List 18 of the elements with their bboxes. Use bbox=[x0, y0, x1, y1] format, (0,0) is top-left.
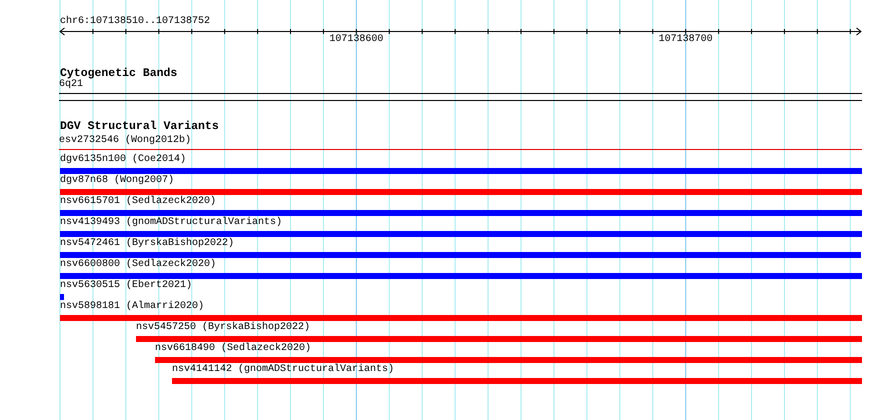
feature-label: esv2732546 (Wong2012b) bbox=[59, 135, 192, 147]
feature-label: dgv6135n100 (Coe2014) bbox=[60, 154, 186, 166]
band-label: 6q21 bbox=[59, 79, 84, 91]
track-title: Cytogenetic Bands bbox=[60, 67, 178, 80]
feature-label: nsv5898181 (Almarri2020) bbox=[60, 301, 204, 313]
feature-label: nsv5630515 (Ebert2021) bbox=[60, 280, 192, 292]
tick-label: 107138700 bbox=[658, 34, 713, 46]
track-title: DGV Structural Variants bbox=[60, 120, 219, 133]
feature-label: nsv5457250 (ByrskaBishop2022) bbox=[136, 322, 310, 334]
feature-label: nsv4141142 (gnomADStructuralVariants) bbox=[172, 364, 394, 376]
feature-label: nsv6600800 (Sedlazeck2020) bbox=[60, 259, 216, 271]
feature-label: nsv6618490 (Sedlazeck2020) bbox=[155, 343, 312, 355]
feature-label: dgv87n68 (Wong2007) bbox=[60, 175, 174, 187]
tick-label: 107138600 bbox=[329, 34, 384, 46]
coordinate-range-label: chr6:107138510..107138752 bbox=[60, 16, 210, 28]
feature-label: nsv5472461 (ByrskaBishop2022) bbox=[60, 238, 234, 250]
feature-label: nsv4139493 (gnomADStructuralVariants) bbox=[60, 217, 282, 229]
feature-label: nsv6615701 (Sedlazeck2020) bbox=[60, 196, 216, 208]
